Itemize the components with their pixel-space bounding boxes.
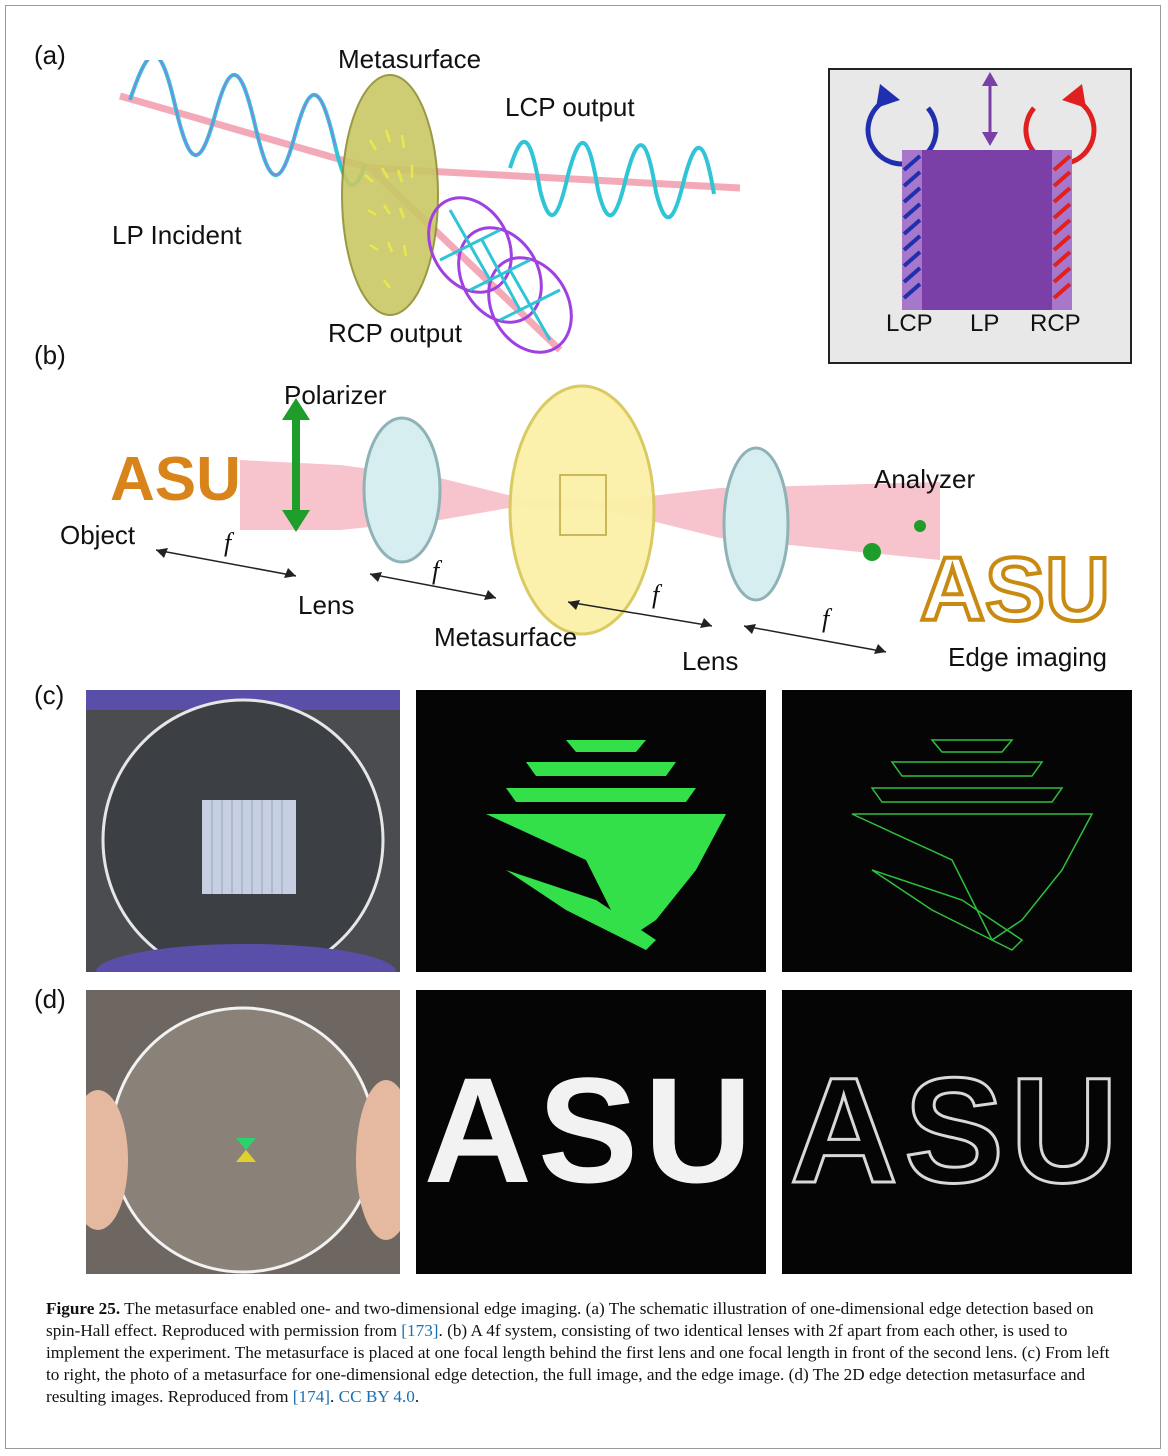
panel-label-d: (d) (34, 984, 66, 1014)
full-letter-u: U (644, 1046, 759, 1214)
label-lens-2: Lens (682, 646, 739, 676)
edge-letter-s: S (902, 1046, 1011, 1214)
label-rcp-output: RCP output (328, 318, 462, 348)
edge-letter-u: U (1009, 1046, 1125, 1214)
object-asu: ASU (110, 445, 241, 514)
full-letter-s: S (537, 1046, 645, 1214)
metasurface-2d-render (86, 990, 400, 1274)
label-polarizer: Polarizer (284, 380, 387, 410)
figure-caption: Figure 25. The metasurface enabled one- … (46, 1298, 1126, 1408)
label-metasurface-b: Metasurface (434, 622, 578, 652)
panel-label-b: (b) (34, 340, 66, 370)
inset-label-lp: LP (970, 310, 1000, 337)
label-object: Object (60, 520, 136, 550)
photo-full-image (416, 690, 766, 972)
photo-edge-asu: ASU (782, 990, 1132, 1274)
label-edge-imaging: Edge imaging (948, 642, 1107, 672)
edge-image-render (851, 739, 1094, 951)
spin-hall-schematic (119, 60, 741, 354)
focal-label-2: f (432, 556, 440, 585)
photo-edge-image (782, 690, 1132, 972)
figure-frame (5, 5, 1161, 1449)
label-lp-incident: LP Incident (112, 220, 242, 250)
photo-full-asu: ASU (416, 990, 766, 1274)
edge-asu: ASU (920, 540, 1110, 640)
label-lens-1: Lens (298, 590, 355, 620)
photo-metasurface-1d (86, 690, 400, 972)
focal-label-4: f (822, 604, 830, 633)
panel-label-c: (c) (34, 680, 65, 710)
inset-label-lcp: LCP (886, 310, 933, 337)
full-letter-a: A (423, 1046, 538, 1214)
license-link[interactable]: CC BY 4.0 (338, 1387, 415, 1406)
4f-system-diagram: ASU ASU (110, 384, 1112, 654)
figure-number: Figure 25. (46, 1299, 121, 1318)
reference-link-173[interactable]: [173] (401, 1321, 439, 1340)
reference-link-174[interactable]: [174] (292, 1387, 331, 1406)
panel-label-a: (a) (34, 40, 66, 70)
focal-label-1: f (224, 528, 232, 557)
caption-text-2: . (b) A 4f system, consisting of two ide… (46, 1321, 1110, 1406)
inset-label-rcp: RCP (1030, 310, 1081, 337)
photo-metasurface-2d (86, 990, 400, 1274)
edge-letter-a: A (788, 1046, 904, 1214)
caption-text-4: . (414, 1387, 420, 1406)
full-image-render (486, 740, 726, 950)
caption-text-1: The metasurface enabled one- and two-dim… (46, 1299, 1094, 1340)
inset-diagram (865, 72, 1097, 310)
metasurface-1d-render (86, 690, 400, 972)
focal-label-3: f (652, 580, 660, 609)
label-metasurface-a: Metasurface (338, 44, 482, 74)
caption-text-3: . (330, 1387, 339, 1406)
label-lcp-output: LCP output (505, 92, 635, 122)
label-analyzer: Analyzer (874, 464, 976, 494)
polarization-inset: LCP LP RCP (828, 68, 1132, 364)
